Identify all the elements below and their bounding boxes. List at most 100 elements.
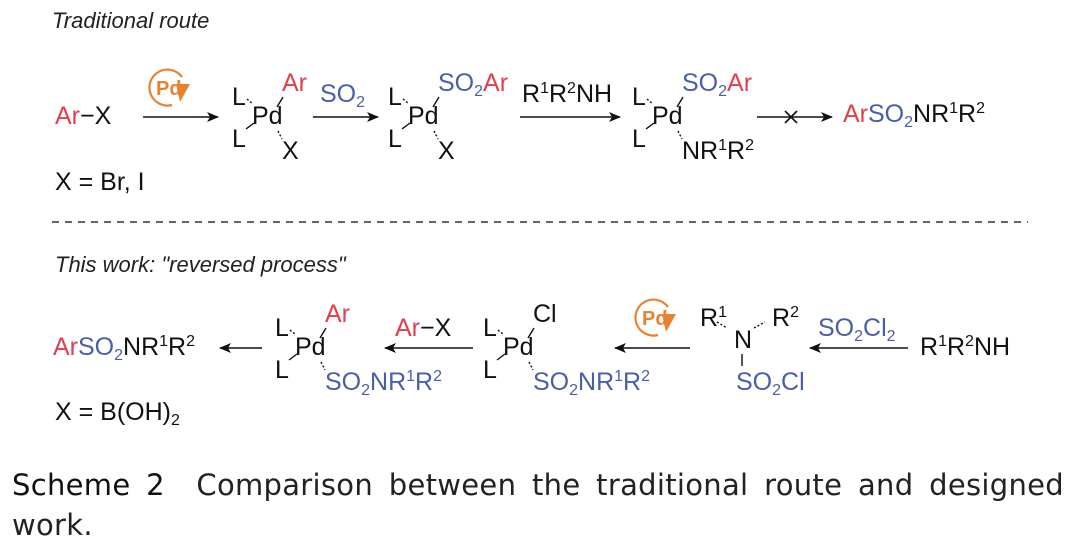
substituent-note: X = B(OH)2 [55, 398, 180, 429]
formula-segment: R [623, 368, 642, 396]
formula-segment: 2 [186, 333, 196, 350]
formula-segment: 2 [718, 83, 728, 100]
formula-segment: NH [575, 80, 613, 108]
formula-segment: 2 [569, 382, 579, 399]
formula-segment: R [958, 100, 977, 128]
formula-segment: SO [533, 368, 570, 396]
formula-segment: Ar [325, 300, 350, 328]
ligand-label: L [275, 314, 289, 342]
so2cl-group: SO2Cl [736, 368, 805, 399]
formula-segment: Ar [727, 69, 753, 97]
starting-amine: R1R2NH [920, 333, 1011, 361]
formula-segment: −X [420, 314, 452, 342]
formula-segment: R [548, 80, 568, 108]
formula-segment: SO [682, 69, 719, 97]
formula-segment: SO [320, 80, 357, 108]
ligand-label: L [632, 83, 646, 111]
formula-segment: Ar [483, 69, 509, 97]
axial-ligand-bottom: SO2NR1R2 [533, 368, 651, 399]
bond [528, 361, 534, 371]
formula-segment: 1 [406, 368, 416, 385]
palladium-atom: Pd [295, 333, 326, 361]
formula-segment: 2 [641, 368, 651, 385]
axial-ligand-top: Ar [325, 302, 350, 327]
svg-text:Pd: Pd [642, 308, 668, 330]
bond [288, 353, 298, 361]
formula-segment: X = B(OH) [55, 398, 171, 426]
formula-segment: 2 [114, 347, 124, 364]
ligand-label: L [483, 314, 497, 342]
formula-segment: 2 [171, 412, 180, 429]
formula-segment: X [282, 137, 299, 165]
bond [289, 329, 297, 336]
pd-catalyst-cycle-icon: Pd [148, 68, 190, 107]
formula-segment: 2 [356, 94, 366, 111]
figure-caption: Scheme 2 Comparison between the traditio… [12, 468, 1064, 502]
axial-ligand-bottom: NR1R2 [682, 137, 754, 165]
formula-segment: NR [370, 368, 407, 396]
ligand-label: L [388, 83, 402, 111]
axial-ligand-bottom: X [438, 139, 455, 164]
section-heading-traditional: Traditional route [52, 8, 210, 33]
formula-segment: Ar [843, 100, 868, 128]
formula-segment: 2 [567, 80, 576, 97]
formula-segment: R [772, 304, 791, 332]
formula-segment: SO [438, 69, 475, 97]
formula-segment: 2 [965, 333, 974, 350]
formula-segment: 2 [886, 328, 896, 345]
target-sulfonamide: ArSO2NR1R2 [843, 100, 986, 131]
formula-segment: 2 [790, 304, 799, 321]
bond [319, 327, 327, 339]
formula-segment: SO [325, 368, 362, 396]
bond [716, 321, 728, 329]
caption-text-continued: work. [12, 508, 93, 542]
formula-segment: R [700, 304, 719, 332]
svg-text:Pd: Pd [156, 78, 182, 100]
bond [433, 130, 439, 140]
formula-segment: Cl [781, 368, 805, 396]
axial-ligand-top: Ar [282, 71, 307, 96]
formula-segment: −X [80, 102, 112, 130]
formula-segment: R [727, 137, 746, 165]
ligand-label: L [483, 356, 497, 384]
bond [245, 122, 255, 130]
bond [676, 96, 684, 108]
formula-segment: NR [578, 368, 615, 396]
palladium-atom: Pd [503, 333, 534, 361]
formula-segment: 1 [718, 304, 727, 321]
r2-group: R2 [772, 304, 799, 332]
formula-segment: 2 [854, 328, 864, 345]
formula-segment: 2 [745, 137, 754, 154]
product-sulfonamide: ArSO2NR1R2 [53, 333, 196, 364]
palladium-atom: Pd [252, 102, 283, 130]
formula-segment: Ar [395, 314, 420, 342]
bond [645, 122, 655, 130]
bond [320, 361, 326, 371]
formula-segment: 1 [938, 333, 947, 350]
bond [527, 327, 535, 339]
formula-segment: X [438, 137, 455, 165]
formula-segment: R [415, 368, 434, 396]
formula-segment: R [920, 333, 939, 361]
axial-ligand-top: SO2Ar [438, 69, 509, 100]
formula-segment: 2 [361, 382, 371, 399]
formula-segment: 1 [718, 137, 728, 154]
formula-segment: 2 [904, 114, 914, 131]
reagent-aryl-boronic: Ar−X [395, 316, 451, 341]
formula-segment: 1 [159, 333, 169, 350]
bond [277, 130, 283, 140]
bond-lines [245, 96, 766, 371]
formula-segment: Cl [863, 314, 887, 342]
formula-segment: 2 [976, 100, 986, 117]
cross-mark-icon [784, 110, 798, 124]
bond [401, 122, 411, 130]
reagent-so2: SO2 [320, 80, 365, 111]
bond [432, 96, 440, 108]
formula-segment: 1 [949, 100, 959, 117]
formula-segment: SO [818, 314, 855, 342]
formula-segment: SO [868, 100, 905, 128]
formula-segment: NH [973, 333, 1011, 361]
formula-segment: 2 [433, 368, 443, 385]
nitrogen-atom: N [734, 326, 753, 354]
